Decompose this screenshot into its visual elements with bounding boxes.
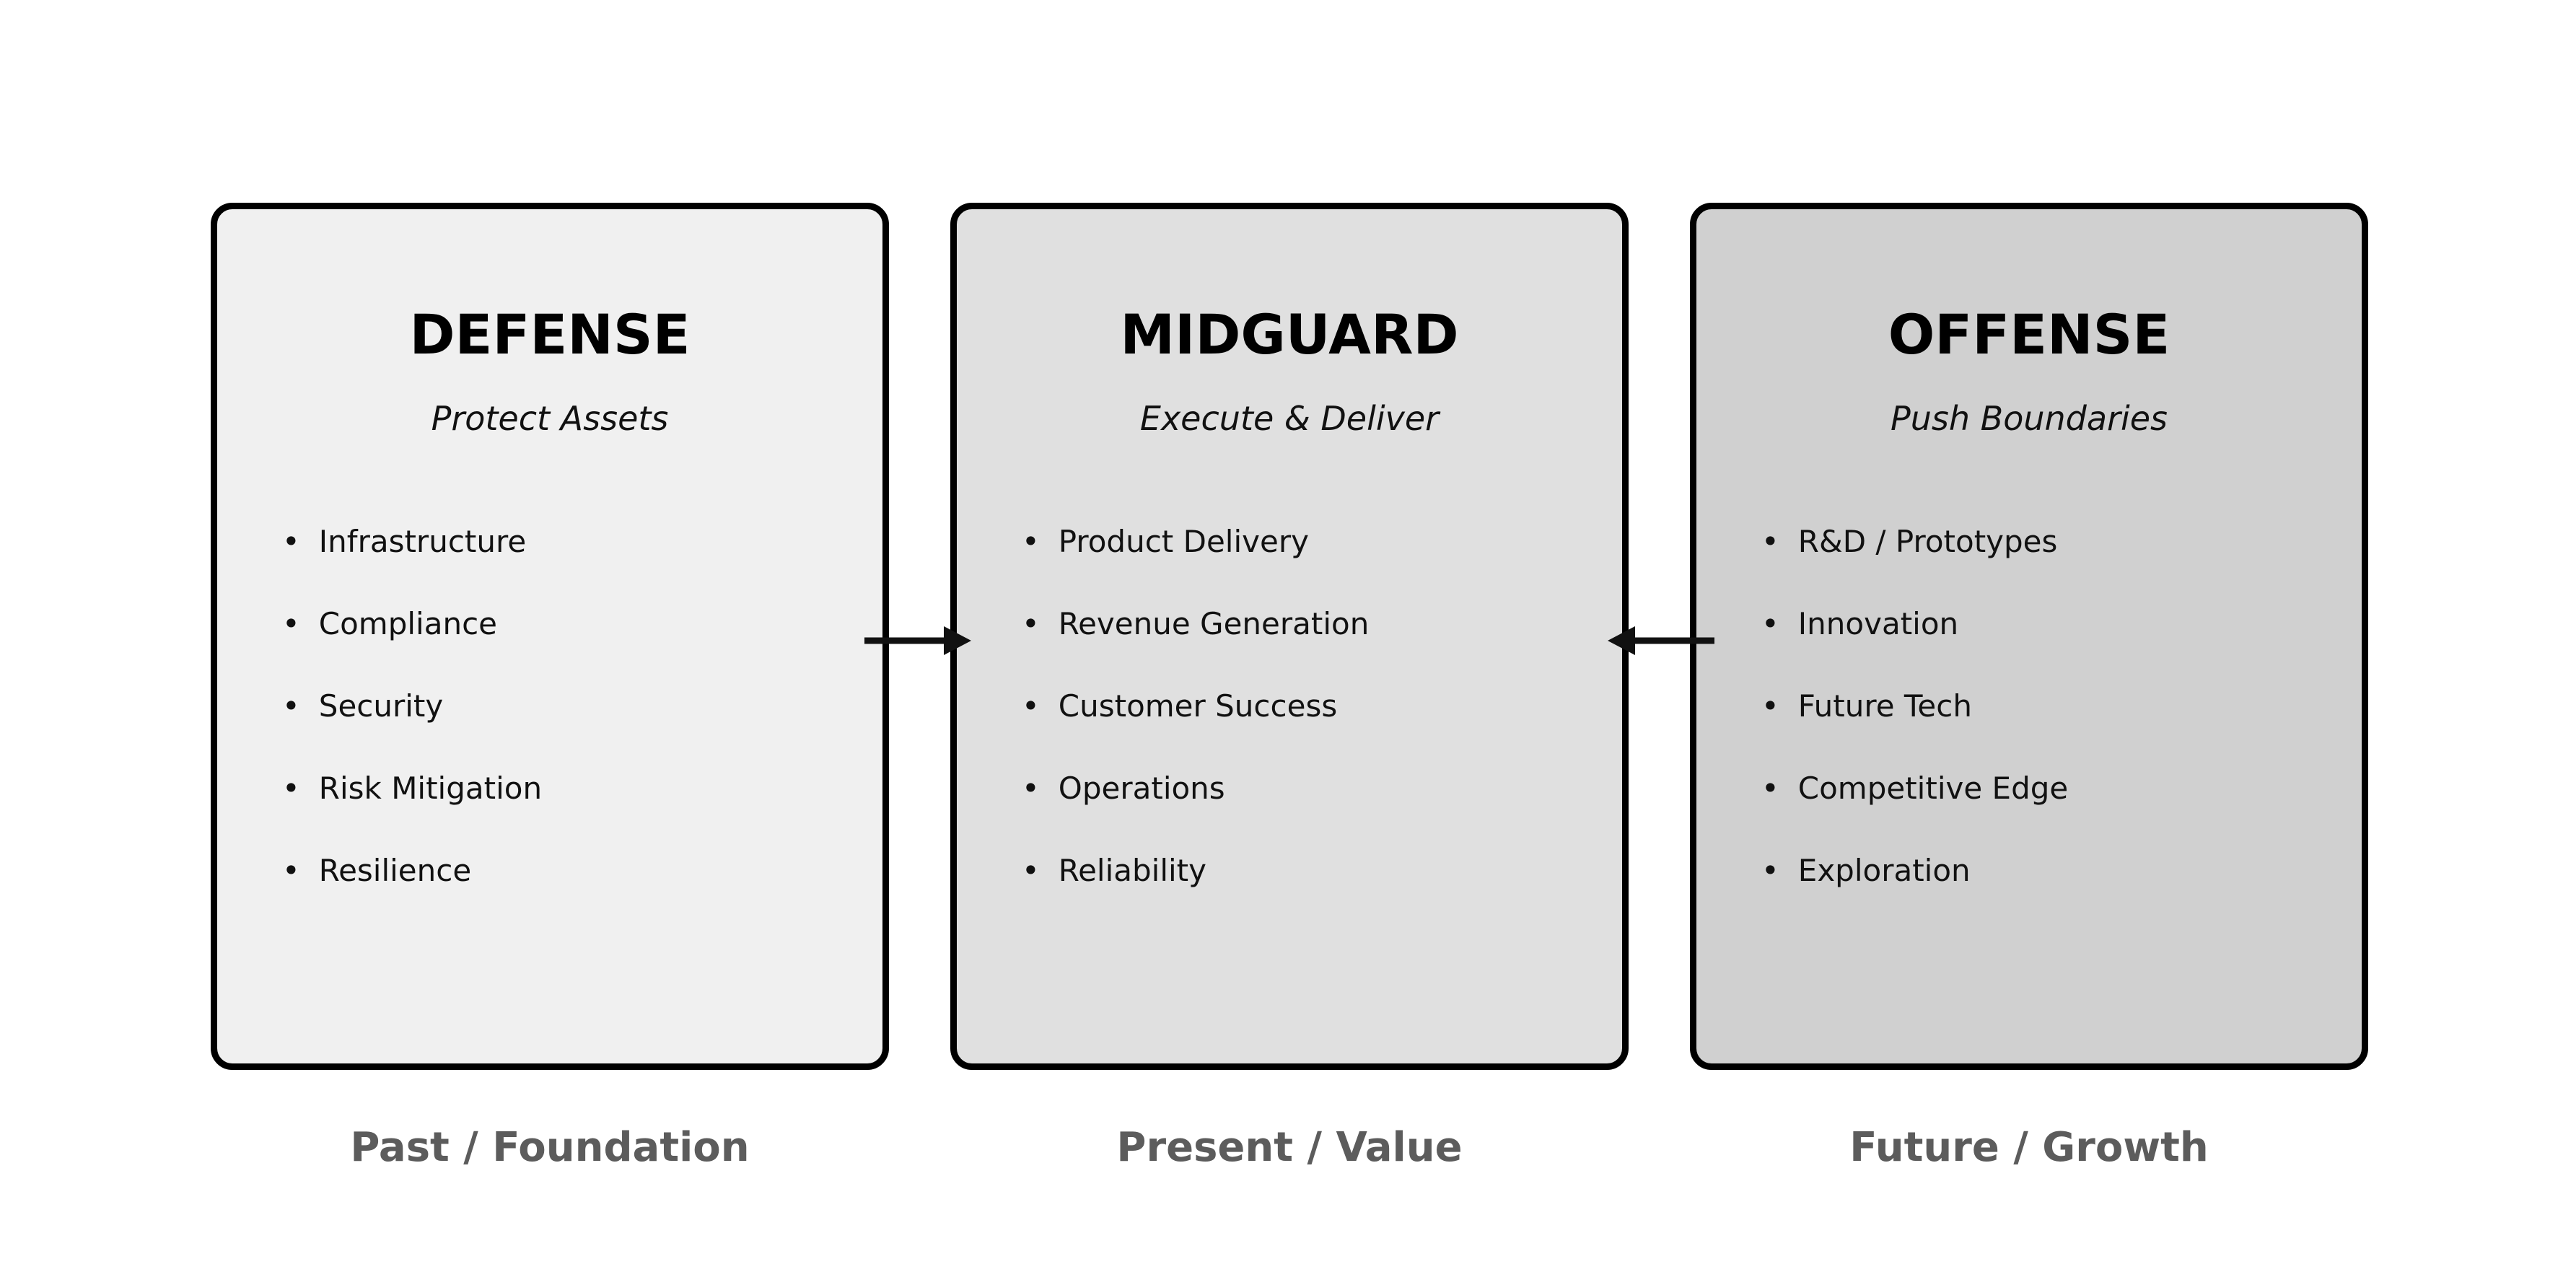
arrow-right-icon: [864, 622, 971, 659]
bullet-icon: •: [1022, 524, 1040, 559]
card-title: MIDGUARD: [1120, 302, 1459, 367]
list-item: • R&D / Prototypes: [1761, 522, 2340, 561]
footer-label-future-growth: Future / Growth: [1849, 1124, 2209, 1171]
card-midguard: MIDGUARD Execute & Deliver • Product Deli…: [950, 203, 1629, 1070]
list-item: • Innovation: [1761, 605, 2340, 644]
list-item: • Product Delivery: [1022, 522, 1600, 561]
list-item-label: Product Delivery: [1058, 524, 1309, 559]
bullet-icon: •: [1022, 606, 1040, 641]
list-item: • Infrastructure: [282, 522, 861, 561]
card-defense: DEFENSE Protect Assets • Infrastructure •…: [211, 203, 889, 1070]
list-item: • Revenue Generation: [1022, 605, 1600, 644]
card-list: • Infrastructure • Compliance • Security • R…: [217, 522, 882, 890]
bullet-icon: •: [1761, 853, 1779, 888]
list-item: • Exploration: [1761, 851, 2340, 890]
arrow-left-icon: [1608, 622, 1714, 659]
list-item-label: Security: [318, 688, 444, 724]
card-list: • R&D / Prototypes • Innovation • Future Te…: [1696, 522, 2362, 890]
bullet-icon: •: [282, 606, 300, 641]
bullet-icon: •: [1022, 853, 1040, 888]
list-item-label: Infrastructure: [318, 524, 527, 559]
bullet-icon: •: [282, 771, 300, 806]
list-item-label: Operations: [1058, 771, 1225, 806]
list-item-label: Innovation: [1797, 606, 1959, 641]
list-item-label: Customer Success: [1058, 688, 1338, 724]
bullet-icon: •: [282, 524, 300, 559]
list-item: • Compliance: [282, 605, 861, 644]
list-item-label: Future Tech: [1797, 688, 1972, 724]
bullet-icon: •: [1022, 771, 1040, 806]
list-item: • Resilience: [282, 851, 861, 890]
bullet-icon: •: [1761, 524, 1779, 559]
card-list: • Product Delivery • Revenue Generation • C…: [957, 522, 1622, 890]
list-item: • Reliability: [1022, 851, 1600, 890]
card-subtitle: Execute & Deliver: [1139, 399, 1440, 438]
list-item-label: Exploration: [1797, 853, 1971, 888]
list-item-label: R&D / Prototypes: [1797, 524, 2058, 559]
bullet-icon: •: [282, 688, 300, 724]
list-item-label: Compliance: [318, 606, 498, 641]
bullet-icon: •: [1761, 771, 1779, 806]
footer-label-past-foundation: Past / Foundation: [350, 1124, 750, 1171]
list-item-label: Risk Mitigation: [318, 771, 543, 806]
card-offense: OFFENSE Push Boundaries • R&D / Prototype…: [1690, 203, 2368, 1070]
card-title: DEFENSE: [409, 302, 691, 367]
list-item: • Customer Success: [1022, 687, 1600, 726]
list-item-label: Reliability: [1058, 853, 1206, 888]
list-item: • Risk Mitigation: [282, 769, 861, 808]
bullet-icon: •: [1022, 688, 1040, 724]
card-title: OFFENSE: [1888, 302, 2170, 367]
list-item: • Security: [282, 687, 861, 726]
bullet-icon: •: [282, 853, 300, 888]
list-item: • Future Tech: [1761, 687, 2340, 726]
bullet-icon: •: [1761, 688, 1779, 724]
footer-label-present-value: Present / Value: [1116, 1124, 1463, 1171]
list-item-label: Resilience: [318, 853, 472, 888]
list-item: • Operations: [1022, 769, 1600, 808]
bullet-icon: •: [1761, 606, 1779, 641]
list-item: • Competitive Edge: [1761, 769, 2340, 808]
card-subtitle: Push Boundaries: [1891, 399, 2168, 438]
list-item-label: Competitive Edge: [1797, 771, 2069, 806]
card-subtitle: Protect Assets: [431, 399, 669, 438]
list-item-label: Revenue Generation: [1058, 606, 1370, 641]
